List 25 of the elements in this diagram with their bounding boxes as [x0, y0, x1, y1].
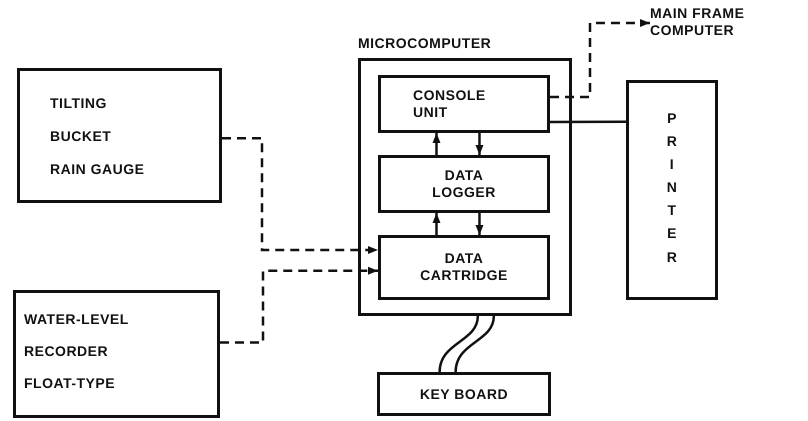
block-box [17, 68, 222, 203]
block-box [13, 290, 220, 418]
connector-line [475, 133, 484, 155]
connector-line [475, 213, 484, 235]
dashed-arrow [222, 136, 378, 254]
block-label: TILTING BUCKET RAIN GAUGE [50, 94, 146, 179]
dashed-arrow [220, 266, 378, 344]
block-label: KEY BOARD [418, 386, 510, 403]
block-box [378, 235, 550, 300]
connector-line [438, 314, 496, 374]
connector-line [432, 133, 440, 155]
block-box [377, 372, 551, 416]
dashed-arrow [550, 19, 650, 98]
block-box [626, 80, 718, 300]
block-label: MAIN FRAME COMPUTER [650, 5, 746, 39]
connector-line [550, 120, 626, 124]
block-label: WATER-LEVEL RECORDER FLOAT-TYPE [24, 310, 130, 394]
group-heading: MICROCOMPUTER [358, 35, 492, 52]
block-label: DATA LOGGER [431, 167, 497, 201]
block-label: CONSOLE UNIT [413, 87, 487, 121]
block-box [378, 155, 550, 213]
connector-line [432, 213, 440, 235]
block-label: DATA CARTRIDGE [419, 250, 509, 284]
block-label: PRINTER [666, 109, 678, 267]
block-box [378, 75, 550, 133]
